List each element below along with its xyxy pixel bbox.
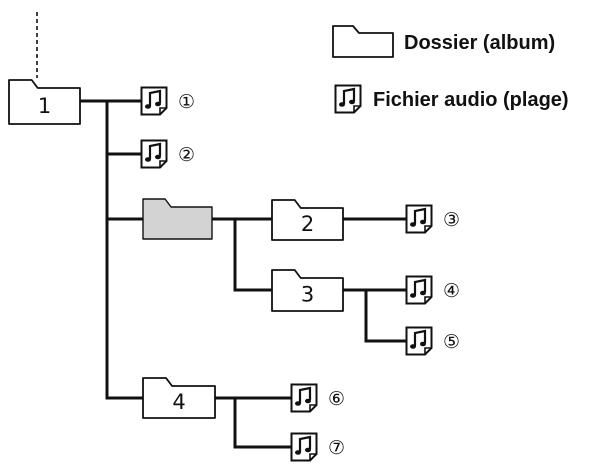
legend-folder-label: Dossier (album) bbox=[404, 32, 555, 54]
track-number: ⑥ bbox=[328, 388, 345, 410]
folder-icon bbox=[8, 79, 81, 125]
track-number: ② bbox=[178, 144, 195, 166]
track-number: ⑤ bbox=[443, 331, 460, 353]
folder-label: 1 bbox=[38, 94, 51, 118]
audio-file-5: ⑤ bbox=[405, 326, 460, 356]
folder-icon bbox=[271, 199, 344, 241]
folder-icon bbox=[142, 198, 213, 240]
music-file-icon bbox=[405, 326, 433, 356]
audio-file-3: ③ bbox=[405, 204, 460, 234]
legend-file-icon bbox=[334, 84, 362, 114]
track-number: ⑦ bbox=[328, 437, 345, 459]
track-number: ④ bbox=[443, 280, 460, 302]
folder-3: 3 bbox=[271, 269, 344, 312]
music-file-icon bbox=[405, 204, 433, 234]
audio-file-7: ⑦ bbox=[290, 432, 345, 462]
folder-label: 3 bbox=[301, 283, 314, 307]
folder-highlighted bbox=[142, 198, 213, 240]
folder-label: 4 bbox=[172, 390, 185, 414]
tree-connectors bbox=[78, 99, 407, 449]
audio-file-6: ⑥ bbox=[290, 383, 345, 413]
audio-file-1: ① bbox=[140, 86, 195, 116]
legend-file-label: Fichier audio (plage) bbox=[373, 89, 569, 111]
track-number: ③ bbox=[443, 209, 460, 231]
folder-4: 4 bbox=[142, 377, 216, 419]
audio-file-4: ④ bbox=[405, 275, 460, 305]
music-file-icon bbox=[405, 275, 433, 305]
folder-icon bbox=[142, 377, 216, 419]
folder-1: 1 bbox=[8, 79, 81, 125]
music-file-icon bbox=[290, 383, 318, 413]
folder-label: 2 bbox=[301, 212, 314, 236]
folder-2: 2 bbox=[271, 199, 344, 241]
folder-icon bbox=[271, 269, 344, 312]
music-file-icon bbox=[290, 432, 318, 462]
audio-file-2: ② bbox=[140, 139, 195, 169]
legend: Dossier (album) Fichier audio (plage) bbox=[332, 25, 569, 114]
music-file-icon bbox=[140, 86, 168, 116]
legend-folder-icon bbox=[332, 25, 394, 58]
track-number: ① bbox=[178, 91, 195, 113]
music-file-icon bbox=[140, 139, 168, 169]
